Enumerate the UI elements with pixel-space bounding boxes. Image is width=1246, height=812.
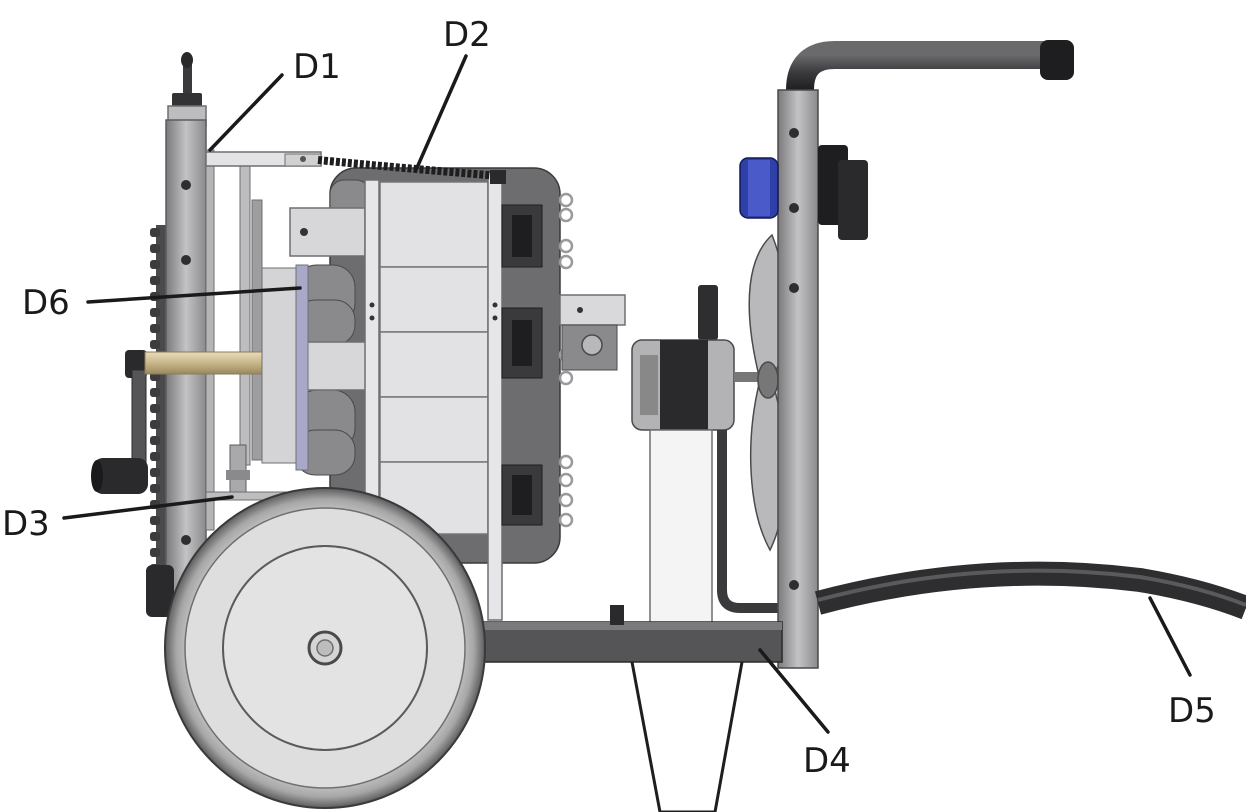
leader-d5: [1148, 596, 1192, 677]
rack-tooth: [150, 548, 160, 557]
callout-d1: D1: [208, 47, 341, 152]
rack-tooth: [150, 276, 160, 285]
serrated-rack: [156, 225, 166, 595]
rack-tooth: [150, 516, 160, 525]
label-d1: D1: [293, 47, 341, 87]
motor-shaft-top: [698, 285, 718, 340]
rack-teeth: [150, 228, 160, 589]
motor-icon: [631, 285, 764, 626]
right-clamps: [501, 204, 543, 526]
hand-crank-icon: [91, 350, 148, 494]
inner-rail-1: [205, 149, 215, 531]
rack-tooth: [150, 468, 160, 477]
wheel-icon: [164, 487, 486, 809]
motor-pipe: [717, 430, 780, 613]
callout-d5: D5: [1148, 596, 1216, 731]
base-stand: [630, 661, 744, 812]
front-bar-right: [487, 171, 503, 621]
module-stack: [261, 156, 626, 621]
rack-tooth: [150, 324, 160, 333]
label-d3: D3: [2, 504, 50, 544]
panel-stack: [379, 181, 489, 535]
callout-d6: D6: [22, 283, 302, 323]
leader-d2: [414, 54, 468, 172]
rack-tooth: [150, 308, 160, 317]
right-vertical-plate: [777, 89, 819, 669]
left-end-plate: [261, 267, 297, 464]
knob-icon: [739, 157, 779, 219]
leader-d3: [62, 495, 234, 520]
callout-d4: D4: [758, 648, 851, 781]
top-spring: [317, 156, 501, 180]
top-bolt-washer: [172, 93, 202, 107]
callout-d3: D3: [2, 495, 234, 544]
right-black-latch: [818, 145, 868, 240]
label-d4: D4: [803, 741, 851, 781]
rack-tooth: [150, 244, 160, 253]
gasket-strip: [295, 264, 309, 471]
handle-grip: [1040, 40, 1074, 80]
label-d2: D2: [443, 15, 491, 55]
air-hose: [814, 561, 1246, 620]
leader-d6: [86, 286, 302, 304]
rack-tooth: [150, 532, 160, 541]
inner-rail-3: [251, 199, 263, 461]
rack-tooth: [150, 228, 160, 237]
crank-grip: [93, 458, 148, 494]
rack-tooth: [150, 436, 160, 445]
inner-rail-2: [239, 164, 251, 466]
motor-stand: [649, 429, 713, 626]
right-plate-bolts: [789, 128, 799, 590]
motor-core: [660, 340, 708, 430]
side-bracket: [559, 294, 626, 326]
callout-d2: D2: [414, 15, 491, 172]
left-foot-knob: [146, 565, 174, 617]
handle-icon: [786, 40, 1074, 91]
label-d5: D5: [1168, 691, 1216, 731]
rack-tooth: [150, 340, 160, 349]
leader-d1: [208, 73, 284, 152]
motor-axle: [734, 372, 764, 382]
rack-tooth: [150, 260, 160, 269]
rack-tooth: [150, 452, 160, 461]
rack-tooth: [150, 404, 160, 413]
valve-fitting: [205, 444, 297, 501]
left-scallops: [294, 179, 371, 476]
rack-tooth: [150, 388, 160, 397]
top-bolt-head: [181, 52, 193, 68]
leader-d4: [758, 648, 830, 734]
left-plate-bolts: [181, 180, 191, 545]
label-d6: D6: [22, 283, 70, 323]
fan-icon: [748, 233, 787, 552]
rack-tooth: [150, 420, 160, 429]
rack-tooth: [150, 484, 160, 493]
